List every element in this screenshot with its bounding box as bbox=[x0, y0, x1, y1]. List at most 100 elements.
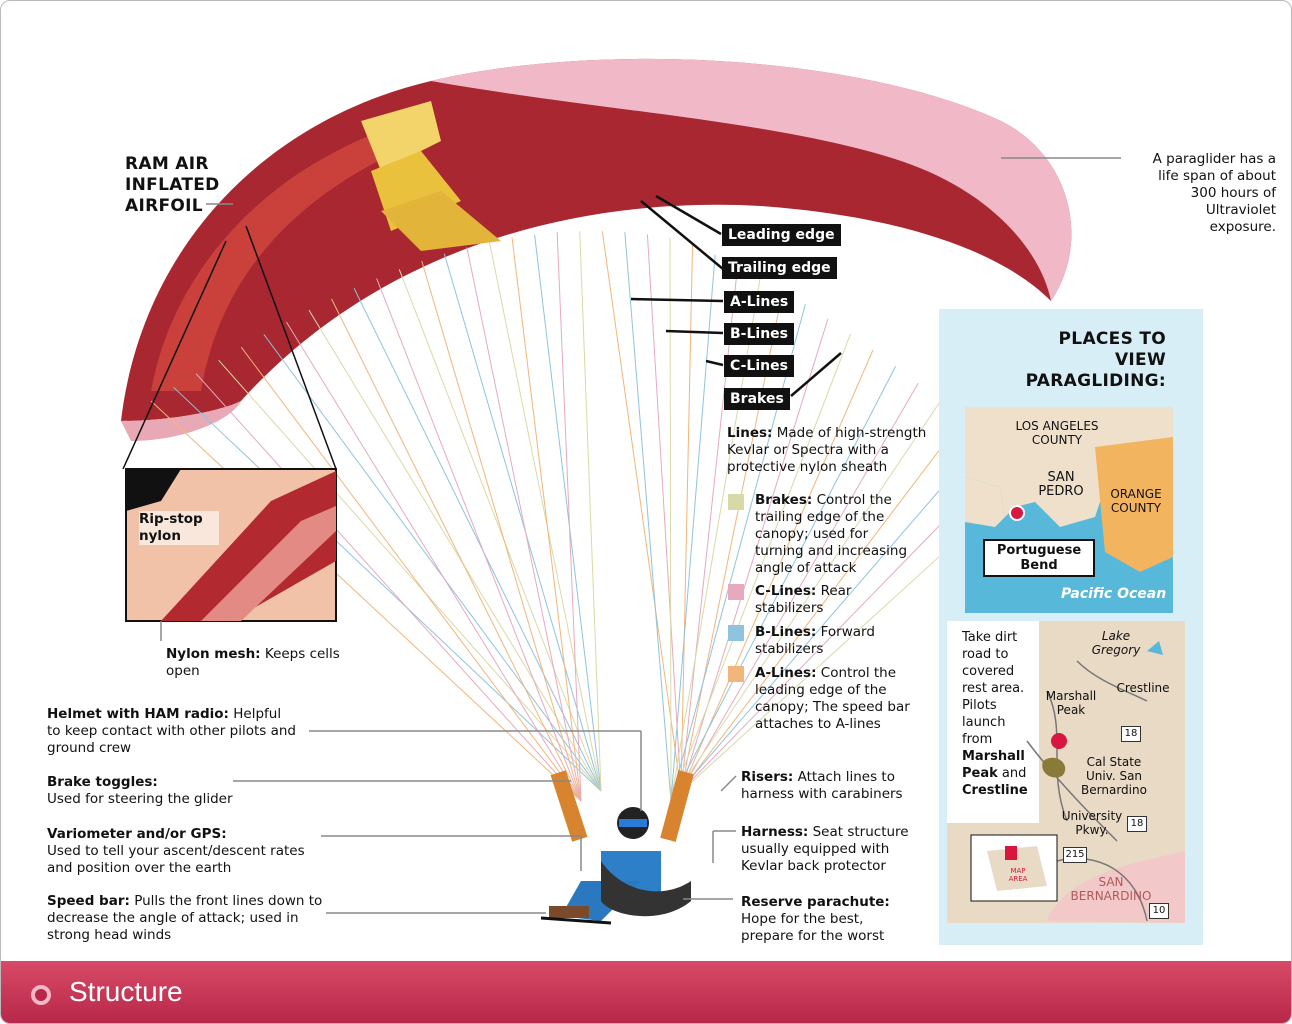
c-lines-callout: C-Lines bbox=[724, 355, 794, 377]
suspension-line bbox=[263, 334, 602, 792]
lines-text: Made of high-strength Kevlar or Spectra … bbox=[727, 425, 927, 475]
suspension-line bbox=[173, 386, 602, 792]
suspension-line bbox=[579, 231, 602, 792]
footer-bar: Structure bbox=[1, 961, 1291, 1023]
orange-county-label: ORANGE COUNTY bbox=[1110, 487, 1162, 515]
dirt-road-note: Take dirt road to covered rest area. Pil… bbox=[962, 629, 1037, 799]
crestline-label: Crestline bbox=[1116, 681, 1170, 695]
legend-brakes-title: Brakes: bbox=[755, 492, 813, 508]
suspension-line bbox=[488, 241, 602, 792]
suspension-line bbox=[680, 265, 739, 792]
ram-air-label: RAM AIR INFLATED AIRFOIL bbox=[125, 154, 220, 216]
helmet-title: Helmet with HAM radio: bbox=[47, 706, 229, 722]
san-bernardino-label: SAN BERNARDINO bbox=[1070, 875, 1152, 903]
suspension-line bbox=[680, 244, 694, 792]
suspension-line bbox=[511, 237, 582, 802]
legend-b-lines: B-Lines: Forward stabilizers bbox=[755, 624, 905, 658]
legend-swatch-c-lines bbox=[728, 584, 744, 600]
suspension-line bbox=[150, 400, 582, 802]
suspension-line bbox=[601, 231, 682, 792]
dirt-road-text: Take dirt road to covered rest area. Pil… bbox=[962, 630, 1025, 747]
helmet-label: Helmet with HAM radio: Helpful to keep c… bbox=[47, 706, 297, 757]
legend-b-lines-text: Forward stabilizers bbox=[755, 624, 875, 657]
suspension-line bbox=[218, 359, 602, 792]
brake-toggles-text: Used for steering the glider bbox=[47, 791, 233, 807]
harness-title: Harness: bbox=[741, 824, 809, 840]
suspension-line bbox=[308, 309, 602, 792]
places-title: PLACES TO VIEW PARAGLIDING: bbox=[1025, 329, 1166, 391]
suspension-line bbox=[670, 304, 806, 802]
suspension-lines bbox=[150, 231, 1032, 802]
hwy-18-shield-b: 18 bbox=[1127, 816, 1147, 832]
suspension-line bbox=[670, 436, 987, 802]
and-word: and bbox=[1001, 766, 1027, 781]
lifespan-note: A paraglider has a life span of about 30… bbox=[1152, 151, 1276, 235]
crestline-bold: Crestline bbox=[962, 783, 1028, 798]
circle-icon bbox=[31, 985, 51, 1005]
cal-state-label: Cal State Univ. San Bernardino bbox=[1081, 755, 1147, 797]
variometer-text: Used to tell your ascent/descent rates a… bbox=[47, 843, 305, 876]
reserve-text: Hope for the best, prepare for the worst bbox=[741, 911, 885, 944]
marshall-peak-bold: Marshall Peak bbox=[962, 749, 1025, 781]
suspension-line bbox=[195, 373, 582, 802]
legend-c-lines-text: Rear stabilizers bbox=[755, 583, 852, 616]
suspension-line bbox=[466, 247, 582, 802]
suspension-line bbox=[556, 232, 582, 802]
lake-gregory-label: Lake Gregory bbox=[1091, 629, 1141, 657]
suspension-line bbox=[331, 298, 582, 802]
reserve-title: Reserve parachute: bbox=[741, 894, 890, 910]
portuguese-bend-label: Portuguese Bend bbox=[983, 539, 1095, 577]
suspension-line bbox=[376, 278, 582, 802]
brake-toggles-label: Brake toggles: Used for steering the gli… bbox=[47, 774, 247, 808]
nylon-mesh-title: Nylon mesh: bbox=[166, 646, 261, 662]
canopy bbox=[121, 58, 1072, 441]
nylon-mesh-label: Nylon mesh: Keeps cells open bbox=[166, 646, 346, 680]
pacific-ocean-label: Pacific Ocean bbox=[1061, 586, 1167, 602]
rip-stop-label: Rip-stop nylon bbox=[139, 511, 219, 545]
legend-a-lines: A-Lines: Control the leading edge of the… bbox=[755, 665, 915, 733]
suspension-line bbox=[680, 383, 919, 792]
speed-bar-label: Speed bar: Pulls the front lines down to… bbox=[47, 893, 327, 944]
suspension-line bbox=[421, 260, 582, 802]
legend-brakes: Brakes: Control the trailing edge of the… bbox=[755, 492, 915, 577]
callout-pointers bbox=[630, 194, 842, 397]
speed-bar-text: Pulls the front lines down to decrease t… bbox=[47, 893, 323, 943]
b-lines-callout: B-Lines bbox=[724, 323, 794, 345]
harness-text: Seat structure usually equipped with Kev… bbox=[741, 824, 909, 874]
reserve-label: Reserve parachute: Hope for the best, pr… bbox=[741, 894, 916, 945]
risers-text: Attach lines to harness with carabiners bbox=[741, 769, 903, 802]
legend-brakes-text: Control the trailing edge of the canopy;… bbox=[755, 492, 908, 576]
legend-swatch-brakes bbox=[728, 494, 744, 510]
legend-a-lines-text: Control the leading edge of the canopy; … bbox=[755, 665, 910, 732]
suspension-line bbox=[670, 333, 851, 802]
nylon-mesh-text: Keeps cells open bbox=[166, 646, 340, 679]
lines-description: Lines: Made of high-strength Kevlar or S… bbox=[727, 425, 927, 476]
suspension-line bbox=[240, 346, 582, 802]
suspension-line bbox=[670, 254, 716, 802]
hwy-10-shield: 10 bbox=[1149, 903, 1169, 919]
suspension-line bbox=[680, 349, 874, 792]
suspension-line bbox=[353, 288, 602, 792]
la-county-label: LOS ANGELES COUNTY bbox=[1015, 419, 1099, 447]
legend-c-lines: C-Lines: Rear stabilizers bbox=[755, 583, 905, 617]
risers-title: Risers: bbox=[741, 769, 794, 785]
university-pkwy-label: University Pkwy. bbox=[1061, 809, 1123, 837]
marshall-peak-label: Marshall Peak bbox=[1045, 689, 1097, 717]
legend-b-lines-title: B-Lines: bbox=[755, 624, 817, 640]
harness-label: Harness: Seat structure usually equipped… bbox=[741, 824, 916, 875]
helmet-text: Helpful to keep contact with other pilot… bbox=[47, 706, 296, 756]
san-pedro-label: SAN PEDRO bbox=[1038, 470, 1084, 499]
suspension-line bbox=[285, 321, 582, 802]
hwy-18-shield-a: 18 bbox=[1121, 726, 1141, 742]
suspension-line bbox=[670, 366, 897, 802]
legend-swatch-b-lines bbox=[728, 625, 744, 641]
a-lines-callout: A-Lines bbox=[724, 291, 795, 313]
legend-swatch-a-lines bbox=[728, 666, 744, 682]
variometer-title: Variometer and/or GPS: bbox=[47, 826, 227, 842]
suspension-line bbox=[680, 418, 964, 792]
suspension-line bbox=[624, 232, 672, 802]
lines-title: Lines: bbox=[727, 425, 773, 441]
speed-bar-title: Speed bar: bbox=[47, 893, 130, 909]
